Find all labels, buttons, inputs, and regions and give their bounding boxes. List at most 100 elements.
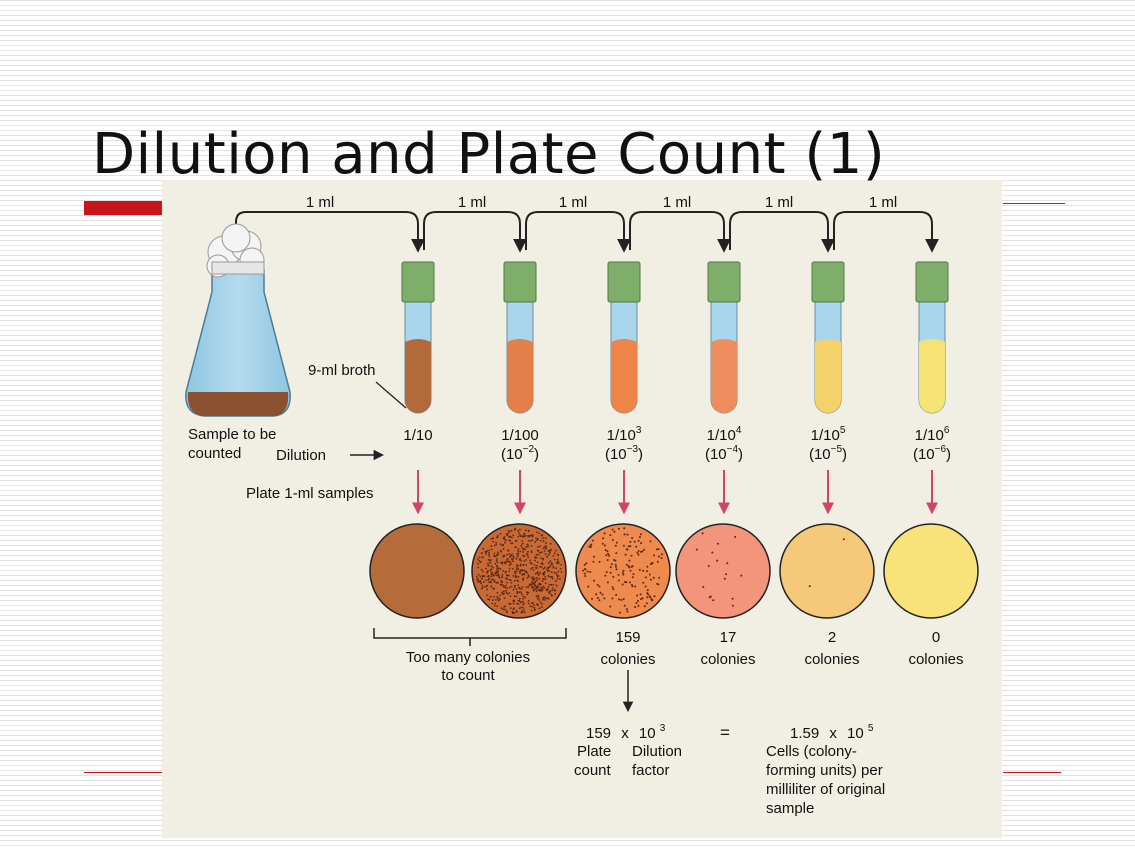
colony <box>520 545 522 547</box>
colony <box>593 580 595 582</box>
colony <box>528 530 530 532</box>
sample-flask <box>186 224 290 416</box>
colony <box>550 584 552 586</box>
dilution-value: 1/104 <box>707 425 742 444</box>
colony <box>531 551 533 553</box>
colony <box>500 568 502 570</box>
colony <box>496 537 498 539</box>
colony-count-unit: colonies <box>804 651 859 668</box>
colony <box>514 587 516 589</box>
colony <box>501 581 503 583</box>
colony <box>494 581 496 583</box>
colony <box>498 567 500 569</box>
colony <box>584 575 586 577</box>
colony <box>485 580 487 582</box>
colony <box>661 553 663 555</box>
colony <box>488 565 490 567</box>
colony <box>493 596 495 598</box>
colony <box>525 535 527 537</box>
colony <box>511 558 513 560</box>
calc-result-caption-2: forming units) per <box>766 762 883 779</box>
colony <box>517 530 519 532</box>
colony <box>500 584 502 586</box>
colony <box>523 560 525 562</box>
calc-factor-caption-1: Dilution <box>632 743 682 760</box>
colony <box>494 603 496 605</box>
tube-broth <box>507 339 533 413</box>
colony <box>532 536 534 538</box>
colony <box>631 585 633 587</box>
colony <box>526 591 528 593</box>
colony <box>543 597 545 599</box>
colony <box>640 598 642 600</box>
colony <box>537 598 539 600</box>
colony <box>525 529 527 531</box>
colony-count: 0 <box>932 629 940 646</box>
transfer-arrow <box>834 212 932 250</box>
colony <box>540 557 542 559</box>
colony <box>491 586 493 588</box>
colony <box>635 546 637 548</box>
dilution-value: 1/106 <box>915 425 950 444</box>
colony <box>544 576 546 578</box>
colony <box>508 553 510 555</box>
colony <box>639 569 641 571</box>
colony <box>535 537 537 539</box>
colony <box>548 586 550 588</box>
colony <box>542 580 544 582</box>
colony <box>517 584 519 586</box>
colony <box>503 591 505 593</box>
colony <box>489 560 491 562</box>
colony-count: 159 <box>615 629 640 646</box>
colony <box>557 563 559 565</box>
colony <box>541 588 543 590</box>
colony <box>634 586 636 588</box>
colony <box>479 556 481 558</box>
colony <box>502 574 504 576</box>
colony <box>502 570 504 572</box>
colony <box>531 545 533 547</box>
colony <box>548 554 550 556</box>
colony <box>541 535 543 537</box>
colony <box>546 556 548 558</box>
dilution-tubes <box>402 262 948 413</box>
colony <box>634 541 636 543</box>
calc-result-caption-4: sample <box>766 800 814 817</box>
colony <box>559 578 561 580</box>
colony <box>551 589 553 591</box>
colony <box>483 581 485 583</box>
colony <box>541 603 543 605</box>
colony <box>734 536 736 538</box>
colony <box>638 550 640 552</box>
colony <box>522 604 524 606</box>
colony <box>552 566 554 568</box>
colony <box>560 568 562 570</box>
calc-count-expression: 159 x 10 3 <box>586 723 666 742</box>
colony <box>602 543 604 545</box>
colony <box>520 569 522 571</box>
colony <box>518 552 520 554</box>
colony <box>843 538 845 540</box>
colony <box>533 604 535 606</box>
colony <box>495 599 497 601</box>
colony <box>492 588 494 590</box>
colony <box>522 598 524 600</box>
colony <box>599 561 601 563</box>
colony <box>477 567 479 569</box>
colony <box>590 544 592 546</box>
colony <box>488 554 490 556</box>
colony <box>557 571 559 573</box>
dilution-value: 1/105 <box>811 425 846 444</box>
colony <box>492 599 494 601</box>
colony <box>647 593 649 595</box>
colony <box>477 578 479 580</box>
colony <box>561 571 563 573</box>
colony-count-unit: colonies <box>700 651 755 668</box>
dilution-power-value: (10−4) <box>705 444 743 463</box>
colony <box>492 537 494 539</box>
colony <box>557 560 559 562</box>
colony <box>545 582 547 584</box>
colony-count: 2 <box>828 629 836 646</box>
colony <box>602 537 604 539</box>
colony <box>626 548 628 550</box>
